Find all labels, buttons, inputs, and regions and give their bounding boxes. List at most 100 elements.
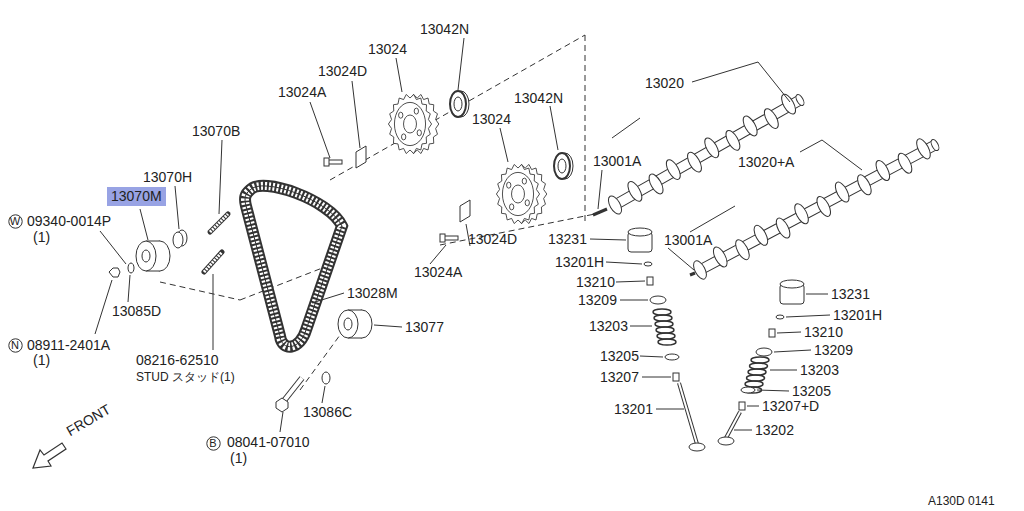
sprocket-hub bbox=[404, 115, 417, 133]
leader-line bbox=[95, 280, 112, 334]
sprocket-hole bbox=[414, 108, 418, 114]
shim bbox=[644, 262, 652, 266]
direction-label: FRONT bbox=[64, 402, 113, 438]
bracket-plate bbox=[356, 146, 366, 168]
part-number: 13201H bbox=[555, 255, 604, 269]
sprocket-rim bbox=[496, 164, 539, 223]
cam-lobe bbox=[873, 158, 892, 182]
bracket-line bbox=[692, 62, 758, 82]
assembly-line bbox=[160, 282, 240, 300]
part-number: 13231 bbox=[831, 287, 870, 301]
part-number: 13086C bbox=[303, 405, 352, 419]
cam-lobe bbox=[711, 245, 730, 269]
leader-line bbox=[312, 293, 344, 303]
idler-pulley bbox=[338, 310, 358, 338]
leader-line bbox=[175, 186, 179, 229]
assembly-line bbox=[330, 35, 585, 180]
part-number: 13205 bbox=[792, 384, 831, 398]
part-number: 13085D bbox=[112, 304, 161, 318]
part-number: 13202 bbox=[755, 423, 794, 437]
spring-seat bbox=[741, 387, 755, 393]
sprocket-hole bbox=[417, 130, 421, 136]
part-number: 13024A bbox=[278, 85, 326, 99]
leader-line bbox=[774, 350, 811, 352]
camshaft-end bbox=[794, 93, 805, 106]
leader-line bbox=[630, 326, 652, 327]
dowel-pin bbox=[690, 273, 695, 275]
camshaft bbox=[689, 132, 943, 284]
camshaft bbox=[604, 87, 809, 219]
leader-line bbox=[430, 245, 446, 264]
part-number: 13020+A bbox=[738, 155, 794, 169]
circle-outline bbox=[206, 436, 219, 449]
cam-lobe bbox=[814, 194, 833, 218]
circle-outline bbox=[8, 214, 21, 227]
part-number: 13042N bbox=[514, 91, 563, 105]
sprocket-hole bbox=[522, 178, 526, 184]
cam-lobe bbox=[914, 137, 933, 161]
leader-line bbox=[458, 38, 464, 90]
leader-line bbox=[598, 170, 602, 209]
sprocket-hole bbox=[525, 200, 529, 206]
valve-spring bbox=[751, 357, 769, 363]
valve-spring bbox=[655, 321, 673, 327]
valve-stem bbox=[679, 383, 697, 444]
sprocket-hub bbox=[512, 185, 525, 203]
leader-line bbox=[352, 81, 360, 148]
leader-line bbox=[374, 325, 402, 327]
valve-head bbox=[718, 437, 734, 445]
leader-line bbox=[140, 209, 148, 240]
stud bbox=[210, 214, 228, 232]
leader-line bbox=[280, 412, 283, 432]
leader-line bbox=[770, 370, 797, 371]
part-number: 13205 bbox=[600, 349, 639, 363]
nut bbox=[109, 268, 120, 277]
cam-lobe bbox=[664, 158, 684, 182]
sprocket-hole bbox=[399, 112, 403, 118]
part-number: 13201 bbox=[614, 402, 653, 416]
cam-lobe bbox=[751, 223, 770, 247]
leader-line bbox=[786, 315, 830, 317]
note-text: STUD スタッド(1) bbox=[136, 370, 235, 384]
valve-lifter-top bbox=[628, 228, 652, 236]
valve-spring bbox=[654, 315, 672, 321]
washer bbox=[128, 263, 134, 273]
sprocket bbox=[388, 94, 438, 153]
part-number: 13077 bbox=[405, 320, 444, 334]
cam-lobe bbox=[833, 180, 852, 204]
bolt-head bbox=[324, 158, 329, 166]
part-number: 13207 bbox=[600, 370, 639, 384]
camshaft-nose bbox=[606, 194, 625, 216]
sprocket-rim bbox=[388, 94, 431, 153]
part-number: 13201H bbox=[833, 308, 882, 322]
leader-line bbox=[620, 300, 648, 301]
part-number: 13203 bbox=[800, 363, 839, 377]
leader-line bbox=[656, 409, 684, 410]
bolt-head bbox=[276, 398, 288, 412]
part-number: 13024 bbox=[368, 42, 407, 56]
part-number: 13024D bbox=[468, 232, 517, 246]
bracket-line bbox=[612, 118, 640, 138]
part-number: 13024 bbox=[472, 112, 511, 126]
oil-seal bbox=[558, 159, 566, 173]
leader-line bbox=[747, 406, 759, 407]
leader-line bbox=[322, 386, 325, 403]
bolt bbox=[283, 378, 302, 402]
bolt bbox=[444, 236, 458, 240]
valve-spring bbox=[656, 327, 674, 333]
leader-line bbox=[590, 239, 626, 240]
part-number: 13001A bbox=[593, 154, 641, 168]
camshaft-end bbox=[930, 138, 941, 151]
valve-spring bbox=[747, 375, 765, 381]
bracket-line bbox=[758, 62, 790, 102]
sprocket-hole bbox=[509, 204, 513, 210]
oil-seal bbox=[450, 91, 466, 117]
idler-hub bbox=[344, 318, 352, 330]
part-number: 13020 bbox=[645, 76, 684, 90]
assembly-line bbox=[585, 35, 586, 225]
leader-line bbox=[100, 231, 126, 264]
tensioner-pulley bbox=[136, 241, 156, 271]
valve-spring bbox=[750, 363, 768, 369]
